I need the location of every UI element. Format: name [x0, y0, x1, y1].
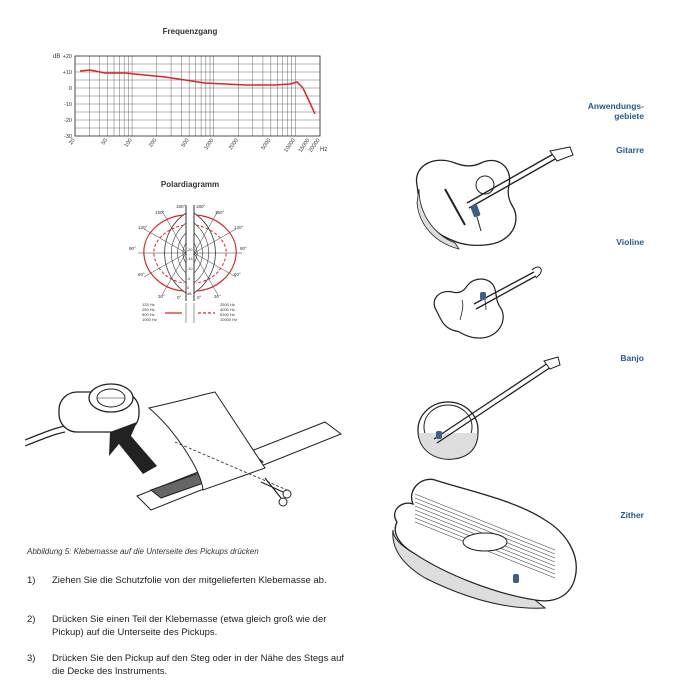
- polar-angle-right: 0°: [197, 295, 202, 300]
- polar-diagram: 180° 180° 150° 120° 90° 60° 30° 0° 150° …: [129, 204, 247, 323]
- guitar-illustration: [415, 146, 574, 250]
- polar-legend-left: 1000 Hz: [142, 317, 157, 322]
- label-banjo: Banjo: [620, 353, 644, 363]
- polar-legend-right: 10000 Hz: [220, 317, 237, 322]
- step-text: Drücken Sie den Pickup auf den Steg oder…: [52, 653, 345, 677]
- step-item-2: 2) Drücken Sie einen Teil der Klebemasse…: [27, 613, 347, 639]
- polar-angle-left: 90°: [129, 246, 136, 251]
- x-tick-label: 5000: [261, 138, 273, 151]
- x-tick-label: 2000: [228, 138, 240, 151]
- label-zither: Zither: [620, 510, 644, 520]
- polar-ring-label: -10: [187, 267, 193, 271]
- step-item-3: 3) Drücken Sie den Pickup auf den Steg o…: [27, 652, 347, 678]
- y-tick-label: -10: [64, 102, 72, 108]
- banjo-illustration: [417, 356, 561, 460]
- polar-angle-right: 60°: [234, 272, 241, 277]
- polar-angle-left: 60°: [138, 272, 145, 277]
- y-tick-label: 0: [69, 86, 72, 92]
- y-tick-label: -20: [64, 118, 72, 124]
- pickup-cable: [25, 425, 66, 441]
- polar-ring-label: -15: [187, 257, 193, 261]
- protective-film: [147, 391, 266, 491]
- polar-angle-left: 0°: [177, 295, 182, 300]
- step-number: 1): [27, 575, 36, 586]
- applications-heading-line1: Anwendungs-: [587, 101, 644, 111]
- frequency-chart-title: Frequenzgang: [162, 27, 218, 36]
- label-guitar: Gitarre: [616, 145, 644, 155]
- x-tick-label: 100: [124, 138, 134, 149]
- y-tick-label: +20: [63, 54, 72, 60]
- applications-heading-line2: gebiete: [614, 111, 644, 121]
- label-violin: Violine: [616, 237, 644, 247]
- pickup-on-violin: [480, 292, 486, 300]
- x-tick-label: 500: [181, 138, 191, 149]
- step-number: 3): [27, 653, 36, 664]
- polar-angle-left: 120°: [138, 225, 148, 230]
- applications-heading: Anwendungs- gebiete: [504, 101, 644, 121]
- polar-angle-left: 30°: [158, 294, 165, 299]
- scissors-icon: [260, 477, 292, 507]
- polar-ring-label: 0: [187, 286, 189, 290]
- polar-angle-right: 120°: [234, 225, 244, 230]
- step-text: Drücken Sie einen Teil der Klebemasse (e…: [52, 614, 327, 638]
- polar-angle-right: 150°: [215, 210, 225, 215]
- polar-left-half: [138, 210, 187, 296]
- y-tick-label: -30: [64, 134, 72, 140]
- polar-legend-left: 500 Hz: [142, 312, 155, 317]
- polar-angle-right: 90°: [240, 246, 247, 251]
- polar-angle-left: 150°: [155, 210, 165, 215]
- polar-top-label-right: 180°: [196, 204, 206, 209]
- frequency-response-chart: dB +20 +10 0 -10 -20 -30 20 50 100 200 500 1000 200…: [53, 54, 327, 154]
- polar-legend-right: 2500 Hz: [220, 302, 235, 307]
- x-tick-label: 1000: [203, 138, 215, 151]
- y-unit-label: dB: [53, 54, 60, 60]
- x-unit-label: Hz: [320, 147, 327, 153]
- polar-legend-right: 4000 Hz: [220, 307, 235, 312]
- polar-legend-left: 125 Hz: [142, 302, 155, 307]
- polar-db-label: dB: [187, 292, 192, 296]
- step-text: Ziehen Sie die Schutzfolie von der mitge…: [52, 575, 327, 586]
- x-tick-label: 20: [68, 138, 76, 146]
- zither-illustration: [392, 478, 577, 609]
- step-item-1: 1) Ziehen Sie die Schutzfolie von der mi…: [27, 574, 347, 587]
- polar-ring-label: -20: [187, 248, 193, 252]
- polar-right-half: [193, 210, 242, 296]
- polar-legend-left: 250 Hz: [142, 307, 155, 312]
- polar-legend-right: 6300 Hz: [220, 312, 235, 317]
- direction-arrow: [109, 422, 157, 474]
- polar-chart-title: Polardiagramm: [160, 180, 220, 189]
- pickup-illustration: [58, 383, 140, 433]
- y-tick-label: +10: [63, 70, 72, 76]
- figure-caption: Abbildung 5: Klebemasse auf die Untersei…: [27, 547, 259, 556]
- polar-ring-label: -5: [187, 277, 190, 281]
- x-tick-label: 10000: [283, 138, 297, 154]
- x-tick-label: 200: [148, 138, 158, 149]
- pickup-on-banjo: [436, 431, 442, 439]
- polar-angle-right: 30°: [214, 294, 221, 299]
- pickup-adhesive-illustration: [25, 383, 343, 511]
- pickup-on-guitar: [470, 204, 481, 218]
- frequency-response-curve: [79, 69, 316, 115]
- step-number: 2): [27, 614, 36, 625]
- pickup-on-zither: [513, 574, 519, 583]
- polar-top-label-left: 180°: [176, 204, 186, 209]
- x-tick-label: 50: [101, 138, 109, 146]
- violin-illustration: [433, 266, 542, 339]
